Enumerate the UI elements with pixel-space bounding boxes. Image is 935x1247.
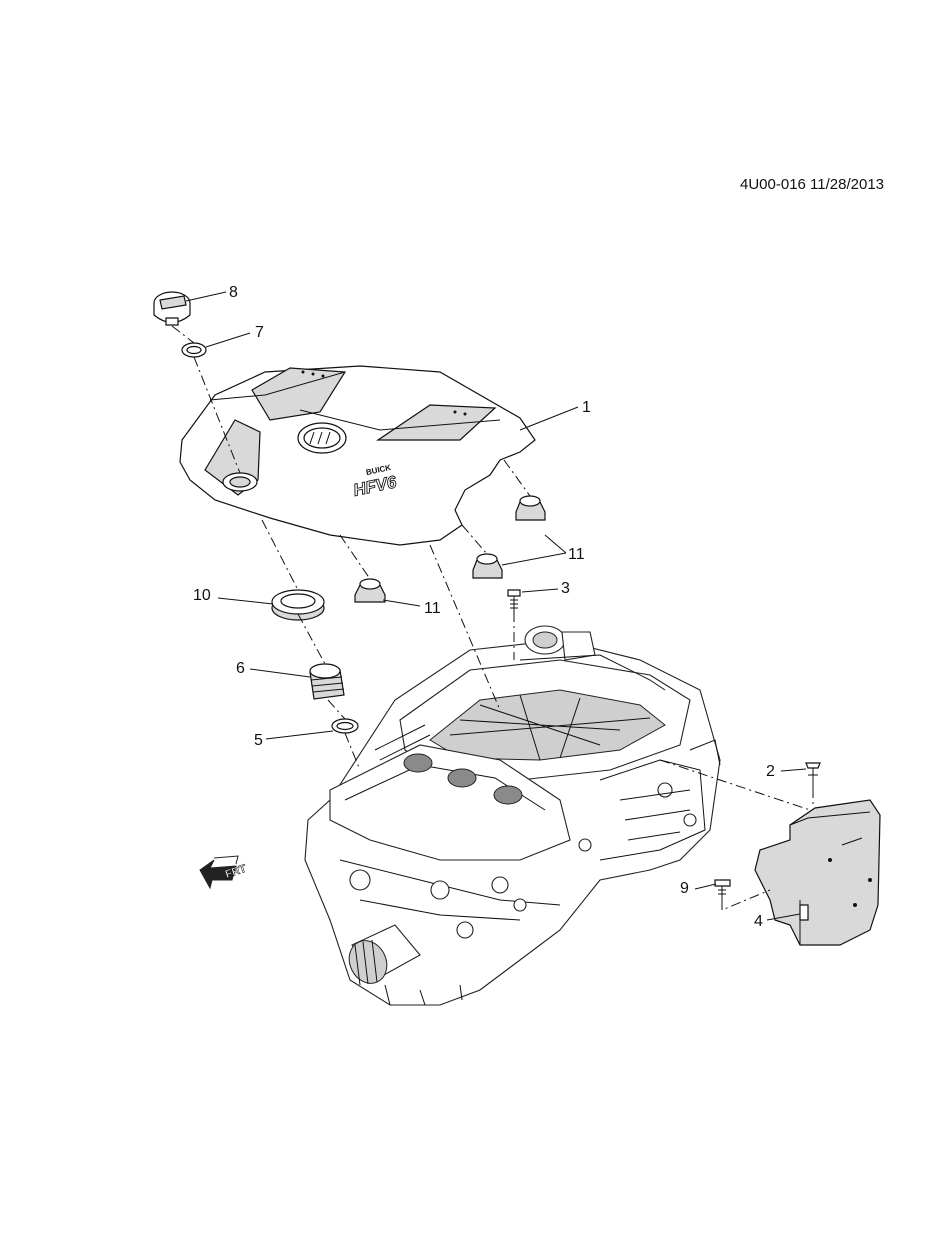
oil-fill-cap[interactable] <box>153 291 191 326</box>
engine-assembly <box>304 625 721 1006</box>
cover-grommet-rear-upper[interactable] <box>515 495 546 521</box>
callout-8: 8 <box>229 284 238 301</box>
oil-filter <box>348 924 421 986</box>
callout-4: 4 <box>754 913 763 930</box>
callout-9: 9 <box>680 880 689 897</box>
callout-11-left: 11 <box>424 600 441 617</box>
cover-grommet-rear-lower[interactable] <box>472 553 503 579</box>
timing-belt-shield[interactable] <box>754 799 881 946</box>
callout-10: 10 <box>193 587 211 604</box>
push-pin-retainer[interactable] <box>805 762 821 788</box>
shield-bolt[interactable] <box>714 879 731 900</box>
stud-bolt[interactable] <box>507 589 521 612</box>
callout-1: 1 <box>582 399 591 416</box>
callout-3: 3 <box>561 580 570 597</box>
callout-6: 6 <box>236 660 245 677</box>
diagram-document-id: 4U00-016 11/28/2013 <box>740 176 885 193</box>
front-direction-arrow: FRT <box>199 855 248 890</box>
buick-emblem <box>297 422 347 454</box>
assembly-lines <box>171 325 814 911</box>
callout-numbers: 1 2 3 4 5 6 7 8 9 10 11 11 <box>193 284 775 930</box>
callout-7: 7 <box>255 324 264 341</box>
large-grommet[interactable] <box>271 589 325 621</box>
callout-5: 5 <box>254 732 263 749</box>
tube-seal-ring[interactable] <box>331 718 359 734</box>
oil-fill-tube-adapter[interactable] <box>309 663 345 700</box>
callout-2: 2 <box>766 763 775 780</box>
cap-seal-ring[interactable] <box>181 342 207 358</box>
engine-cover[interactable]: BUICK HFV6 <box>179 365 536 546</box>
cover-grommet-left[interactable] <box>354 578 386 603</box>
callout-11-rear: 11 <box>568 546 585 563</box>
leader-lines <box>185 291 807 921</box>
svg-text:FRT: FRT <box>224 863 248 881</box>
